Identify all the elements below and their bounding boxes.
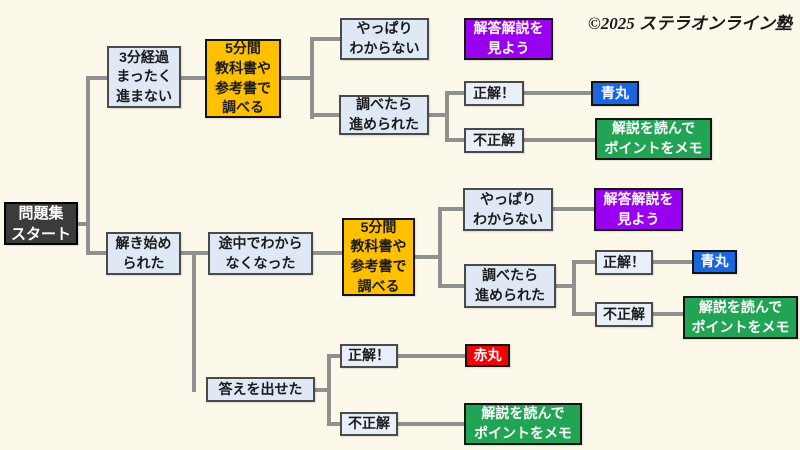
node-read-explanation-memo-1: 解説を読んで ポイントをメモ xyxy=(595,118,712,160)
node-blue-circle-1: 青丸 xyxy=(591,81,639,106)
connector-line xyxy=(196,251,208,255)
node-incorrect-3: 不正解 xyxy=(340,412,398,436)
node-answered: 答えを出せた xyxy=(206,377,315,402)
copyright-text: ©2025 ステラオンライン塾 xyxy=(588,14,792,33)
connector-line xyxy=(653,312,683,316)
connector-line xyxy=(445,91,449,142)
node-progressed-after-lookup-2: 調べたら 進められた xyxy=(464,264,556,308)
connector-line xyxy=(313,251,342,255)
connector-line xyxy=(192,251,196,392)
connector-line xyxy=(90,76,107,80)
node-see-answer-explanation-1: 解答解説を 見よう xyxy=(464,18,553,60)
connector-line xyxy=(449,138,464,142)
connector-line xyxy=(331,354,340,358)
node-started-solving: 解き始め られた xyxy=(106,232,181,275)
connector-line xyxy=(331,422,340,426)
connector-line xyxy=(524,138,595,142)
node-see-answer-explanation-2: 解答解説を 見よう xyxy=(594,188,683,231)
connector-line xyxy=(314,113,339,117)
connector-line xyxy=(281,76,312,80)
connector-line xyxy=(556,284,576,288)
node-start: 問題集 スタート xyxy=(4,202,78,245)
connector-line xyxy=(449,91,464,95)
connector-line xyxy=(653,260,692,264)
node-incorrect-2: 不正解 xyxy=(595,302,653,327)
connector-line xyxy=(572,260,576,316)
node-correct-2: 正解！ xyxy=(595,250,653,275)
connector-line xyxy=(78,222,90,226)
node-read-explanation-memo-2: 解説を読んで ポイントをメモ xyxy=(683,296,798,339)
node-lookup-textbook-5min-1: 5分間 教科書や 参考書で 調べる xyxy=(205,39,281,118)
connector-line xyxy=(398,354,465,358)
node-lookup-textbook-5min-2: 5分間 教科書や 参考書で 調べる xyxy=(342,218,415,296)
connector-line xyxy=(181,76,205,80)
connector-line xyxy=(576,260,595,264)
connector-line xyxy=(327,354,331,426)
connector-line xyxy=(553,207,594,211)
connector-line xyxy=(438,207,442,288)
connector-line xyxy=(415,255,442,259)
node-correct-1: 正解！ xyxy=(464,81,524,106)
connector-line xyxy=(315,388,331,392)
connector-line xyxy=(524,91,591,95)
node-stuck-midway: 途中でわから なくなった xyxy=(208,232,313,275)
node-red-circle: 赤丸 xyxy=(465,344,510,367)
connector-line xyxy=(90,251,106,255)
node-still-unclear-1: やっぱり わからない xyxy=(340,18,429,60)
connector-line xyxy=(429,113,447,117)
node-blue-circle-2: 青丸 xyxy=(692,250,737,274)
connector-line xyxy=(576,312,595,316)
connector-line xyxy=(314,37,340,41)
connector-line xyxy=(310,37,314,119)
node-incorrect-1: 不正解 xyxy=(464,128,524,153)
node-still-unclear-2: やっぱり わからない xyxy=(463,188,553,231)
node-3min-elapsed-no-progress: 3分経過 まったく 進まない xyxy=(107,46,181,108)
connector-line xyxy=(86,76,90,255)
connector-line xyxy=(442,284,464,288)
connector-line xyxy=(398,422,464,426)
node-progressed-after-lookup-1: 調べたら 進められた xyxy=(339,95,429,135)
connector-line xyxy=(181,251,196,255)
node-correct-3: 正解！ xyxy=(340,344,398,368)
connector-line xyxy=(442,207,463,211)
node-read-explanation-memo-3: 解説を読んで ポイントをメモ xyxy=(464,403,582,445)
